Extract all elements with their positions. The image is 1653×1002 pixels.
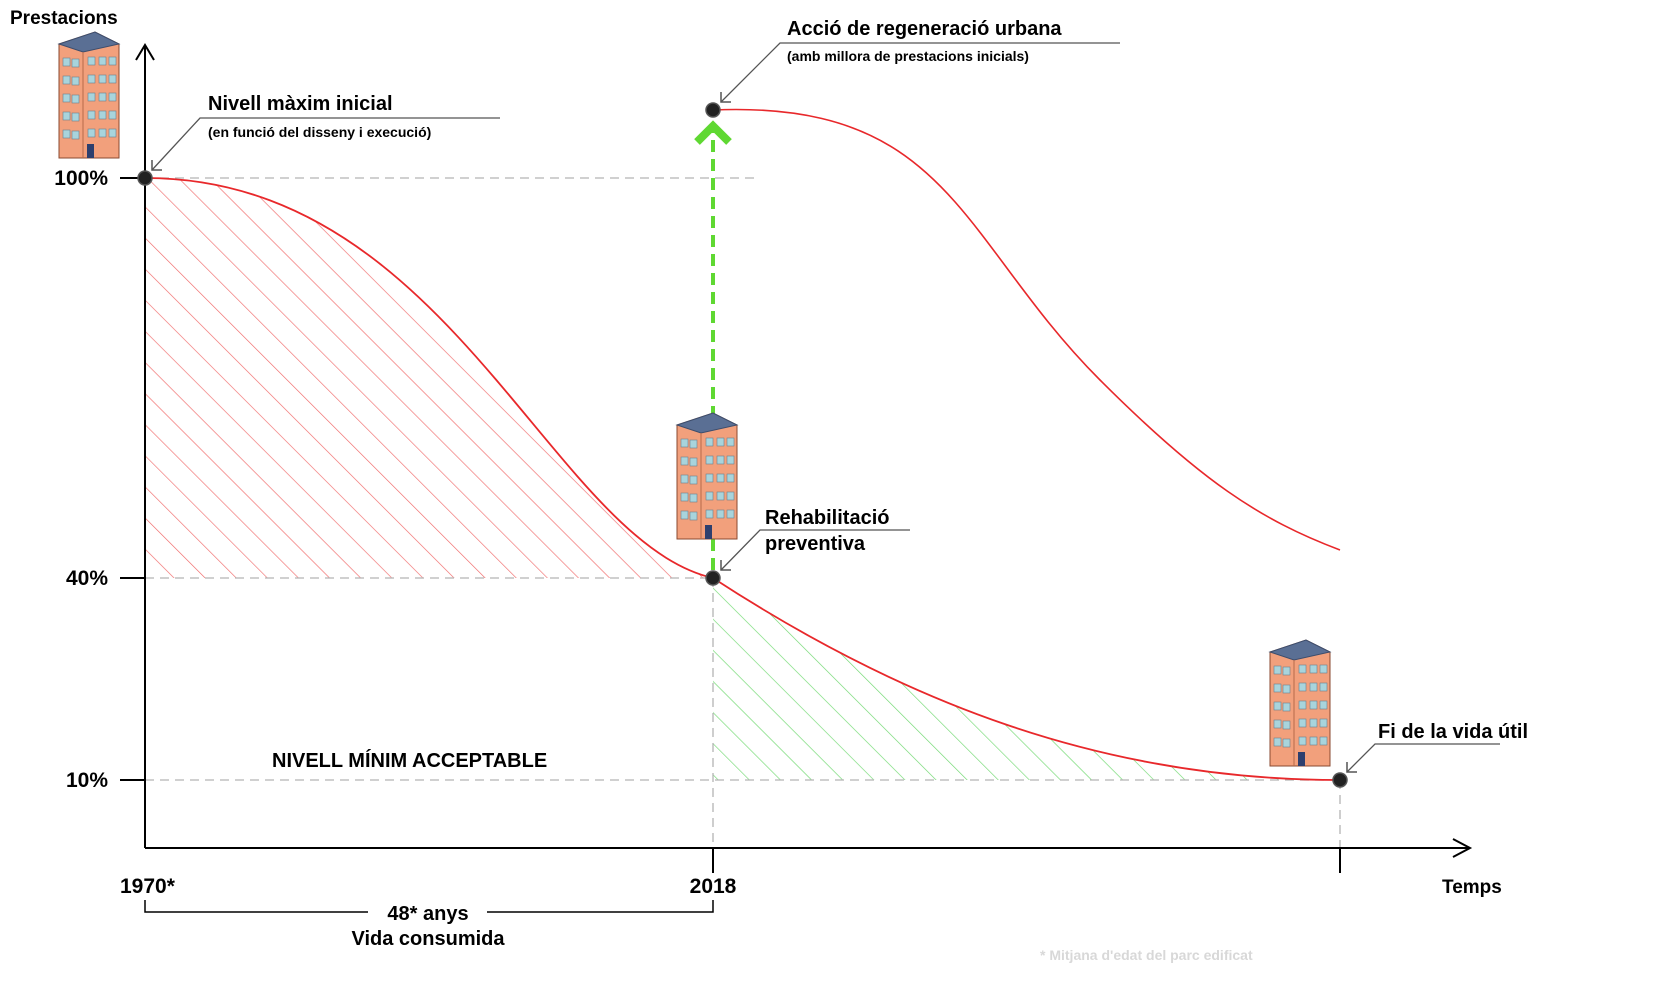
x-axis-title: Temps [1442, 877, 1502, 898]
y-axis-title: Prestacions [10, 8, 118, 29]
x-axis-arrowhead [1452, 838, 1473, 858]
initial-max-subtitle: (en funció del disseny i execució) [208, 124, 431, 140]
building-illustration-end [1268, 639, 1332, 767]
x-tick-1970: 1970* [120, 875, 176, 898]
initial-max-title: Nivell màxim inicial [208, 93, 393, 115]
x-tick-2018: 2018 [690, 875, 737, 898]
rehab-label-line1: Rehabilitació [765, 507, 889, 529]
building-illustration-rehab [675, 412, 739, 540]
footnote: * Mitjana d'edat del parc edificat [1040, 947, 1253, 963]
guide-lines [145, 177, 1341, 848]
span-label: Vida consumida [351, 928, 505, 950]
regenerated-curve [712, 108, 1341, 551]
y-tick-100: 100% [54, 167, 108, 190]
span-years-label: 48* anys [387, 903, 468, 925]
building-illustration-initial [57, 31, 121, 159]
degradation-curve [144, 177, 1341, 781]
y-tick-10: 10% [66, 769, 108, 792]
end-of-life-point [1332, 772, 1348, 788]
regeneration-subtitle: (amb millora de prestacions inicials) [787, 48, 1029, 64]
span-bracket [144, 900, 714, 913]
consumed-life-area [145, 178, 713, 578]
initial-max-point [137, 170, 153, 186]
y-tick-40: 40% [66, 567, 108, 590]
min-level-label: NIVELL MÍNIM ACCEPTABLE [272, 749, 547, 772]
rehab-point [705, 570, 721, 586]
regeneration-point [705, 102, 721, 118]
leader-arrowheads [151, 92, 1357, 773]
end-of-life-label: Fi de la vida útil [1378, 721, 1528, 743]
y-axis-arrowhead [135, 43, 155, 61]
remaining-life-area [713, 578, 1340, 780]
rehab-label-line2: preventiva [765, 533, 866, 555]
regeneration-title: Acció de regeneració urbana [787, 18, 1062, 40]
key-points [137, 102, 1348, 788]
leader-lines [151, 42, 1500, 773]
